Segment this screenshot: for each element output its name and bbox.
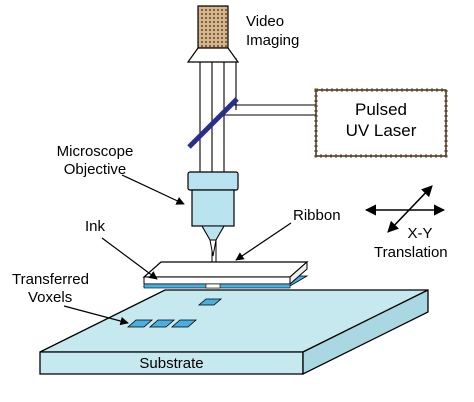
ribbon	[142, 260, 309, 289]
microscope-label-2: Objective	[63, 161, 127, 178]
translation-label-2: Translation	[374, 244, 448, 261]
video-imaging-label-2: Imaging	[246, 32, 300, 49]
voxels-label-1: Transferred	[12, 271, 89, 288]
translation-label-1: X-Y	[407, 225, 433, 242]
pulsed-uv-laser-icon	[314, 88, 448, 158]
ink-label: Ink	[85, 218, 106, 235]
substrate	[39, 288, 429, 376]
laser-label-1: Pulsed	[355, 100, 407, 119]
substrate-label: Substrate	[139, 355, 204, 372]
xy-translation-arrows-icon	[364, 185, 446, 233]
ribbon-label: Ribbon	[293, 207, 341, 224]
microscope-objective-icon	[187, 171, 239, 257]
microscope-label-1: Microscope	[56, 143, 134, 160]
video-imaging-label-1: Video	[246, 13, 285, 30]
beam-splitter-mirror-icon	[187, 97, 239, 149]
laser-beam	[199, 58, 316, 172]
video-camera-icon	[186, 5, 240, 63]
transferred-voxels	[126, 298, 223, 328]
leader-arrows	[63, 174, 292, 326]
voxels-label-2: Voxels	[28, 289, 73, 306]
laser-label-2: UV Laser	[345, 121, 417, 140]
